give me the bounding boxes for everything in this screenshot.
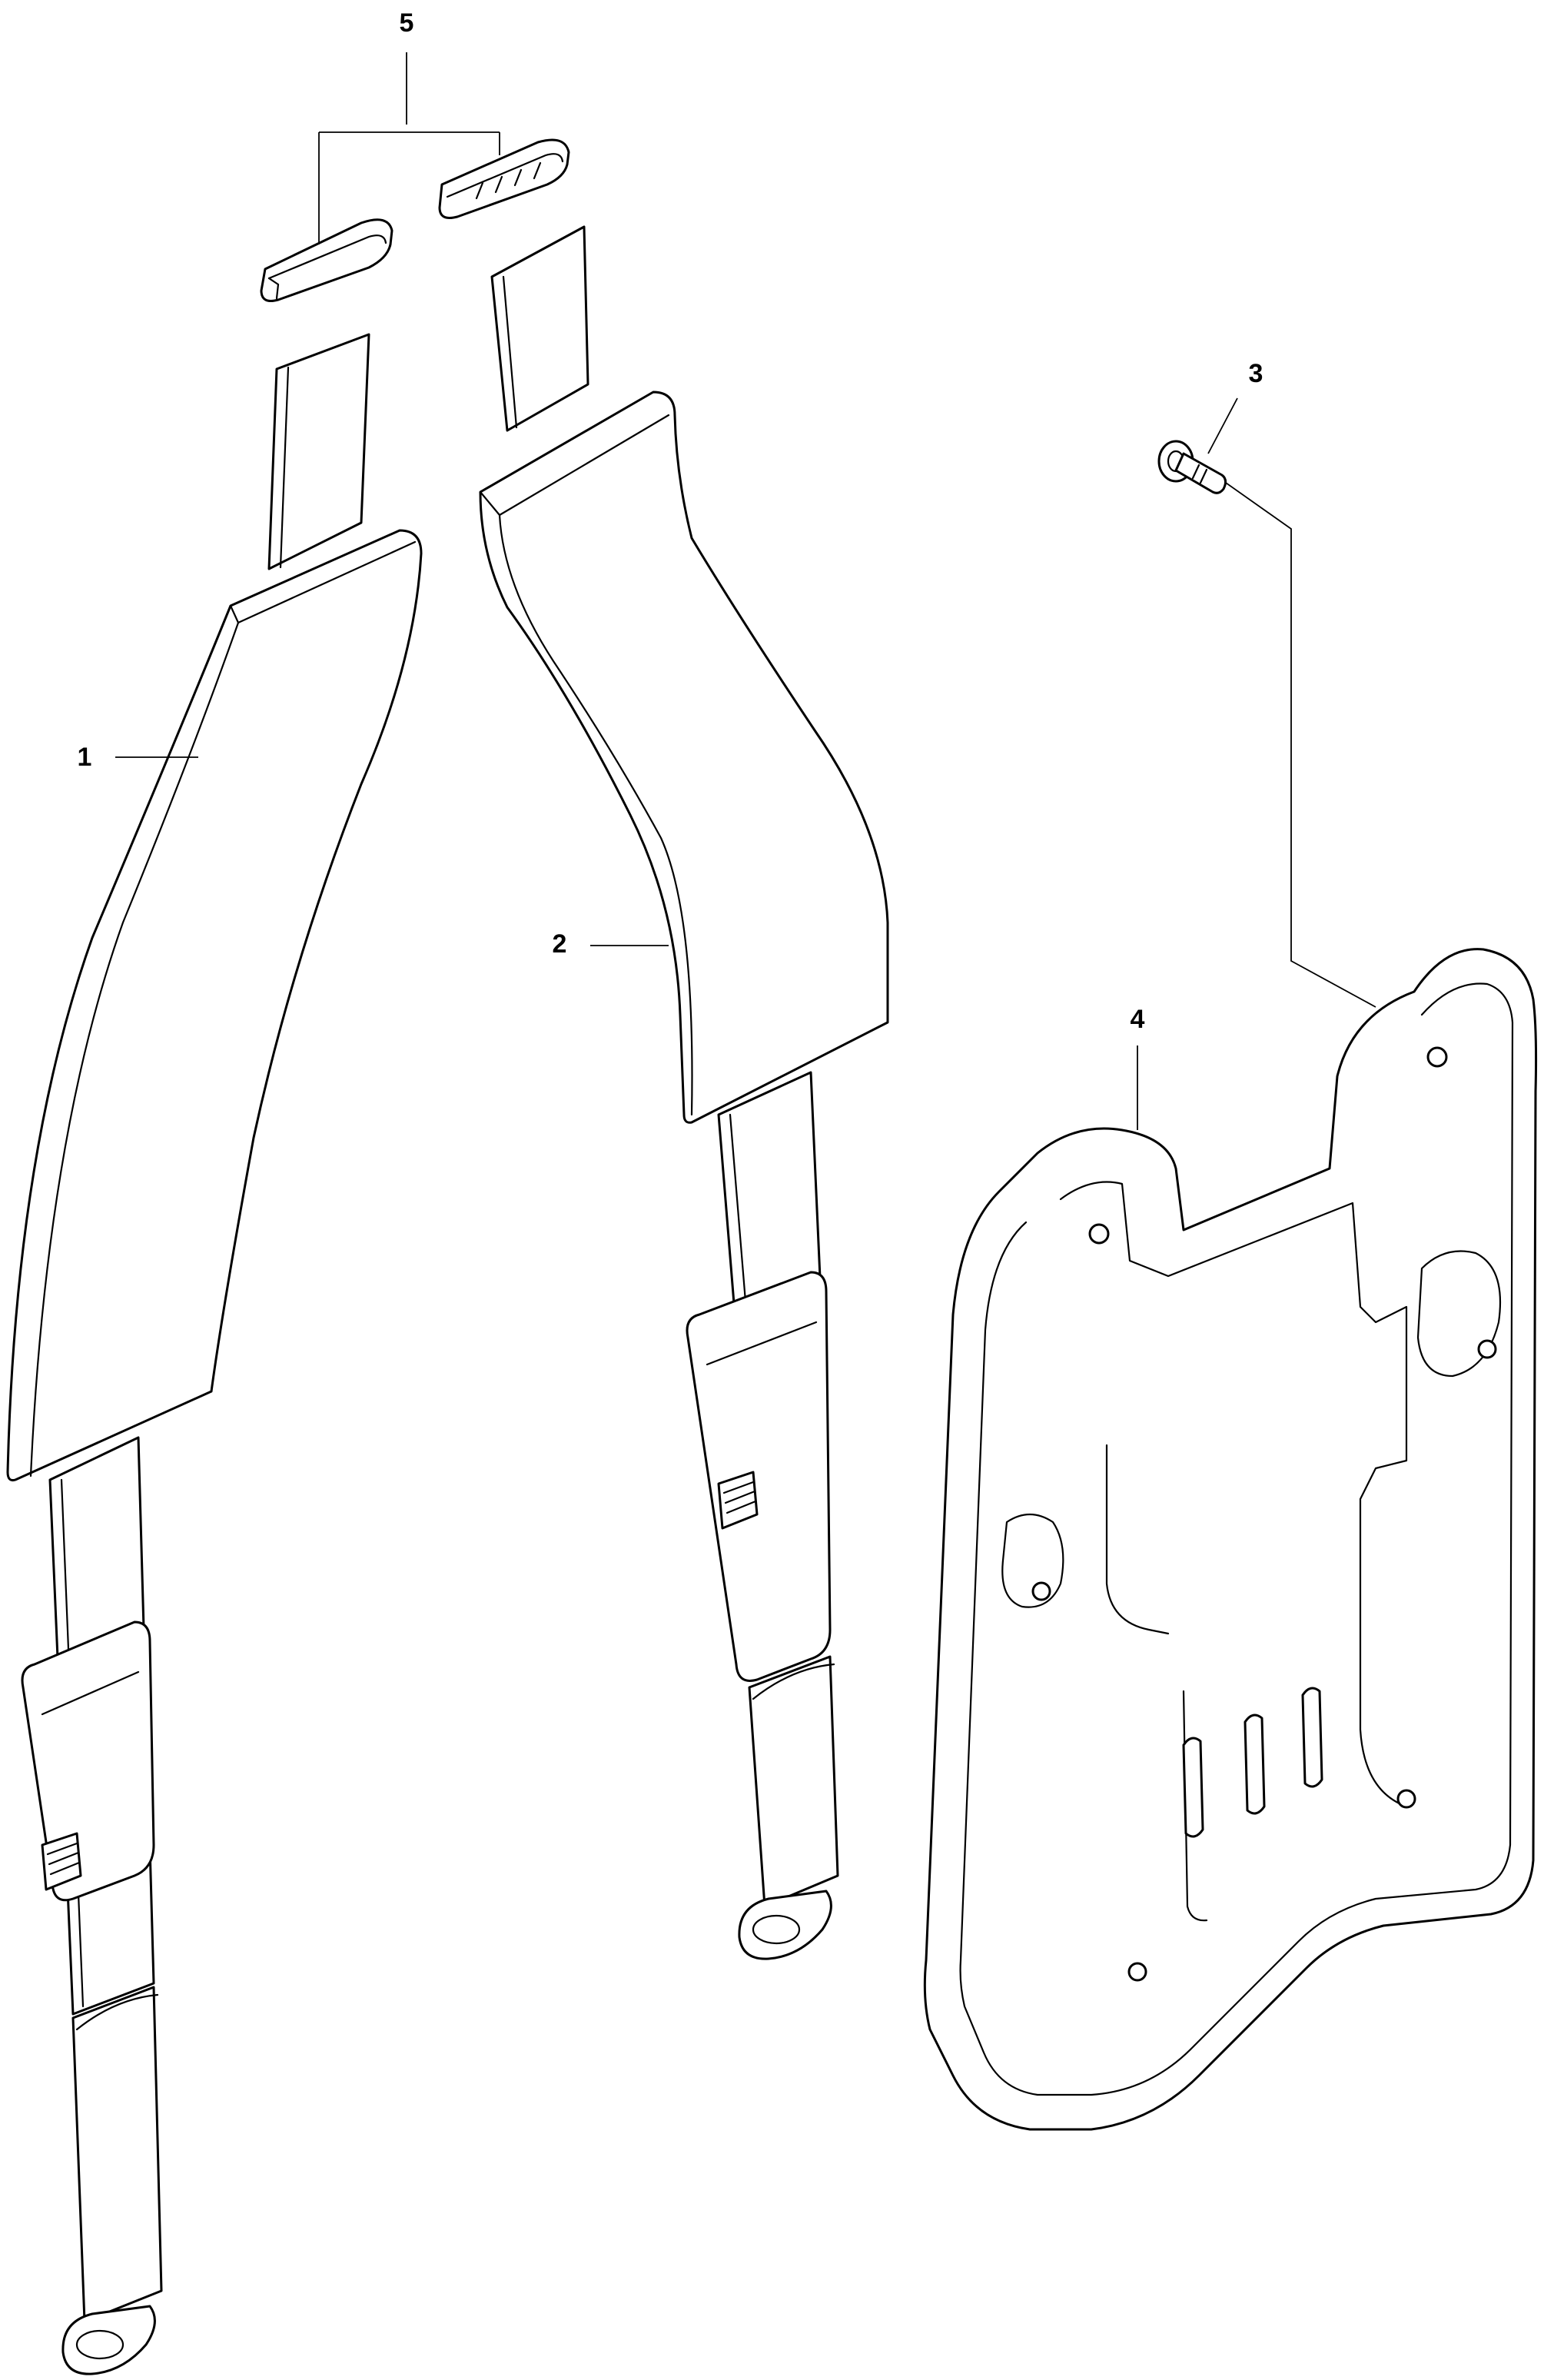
part-3-screw bbox=[1157, 440, 1227, 494]
strap-2-pad bbox=[479, 391, 889, 1124]
part-4-back-plate bbox=[923, 948, 1538, 2131]
strap-2-buckle bbox=[686, 1271, 832, 1682]
callout-1: 1 bbox=[78, 743, 92, 772]
strap-2-tail bbox=[748, 1655, 839, 1908]
callout-2: 2 bbox=[553, 929, 567, 959]
strap-1-upper-webbing bbox=[267, 333, 370, 570]
back-plate-outline bbox=[923, 948, 1538, 2131]
part-5-strap-clips bbox=[260, 138, 570, 302]
part-1-shoulder-strap-left bbox=[6, 333, 423, 2375]
strap-1-ring bbox=[61, 2305, 156, 2375]
clip-left bbox=[260, 218, 393, 302]
leader-lines bbox=[115, 52, 1376, 1130]
part-2-shoulder-strap-right bbox=[479, 225, 889, 1960]
callout-3: 3 bbox=[1249, 359, 1263, 388]
leader-5 bbox=[318, 52, 500, 244]
strap-1-pad bbox=[6, 529, 423, 1481]
leader-3 bbox=[1207, 397, 1376, 1008]
callout-4: 4 bbox=[1131, 1005, 1145, 1034]
strap-2-upper-webbing bbox=[490, 225, 589, 432]
strap-1-tail bbox=[71, 1986, 163, 2323]
clip-right bbox=[438, 138, 570, 219]
callout-labels: 5 1 2 3 4 bbox=[78, 8, 1263, 1034]
strap-1-buckle bbox=[21, 1620, 155, 1902]
callout-5: 5 bbox=[400, 8, 414, 38]
strap-2-ring bbox=[738, 1890, 832, 1960]
